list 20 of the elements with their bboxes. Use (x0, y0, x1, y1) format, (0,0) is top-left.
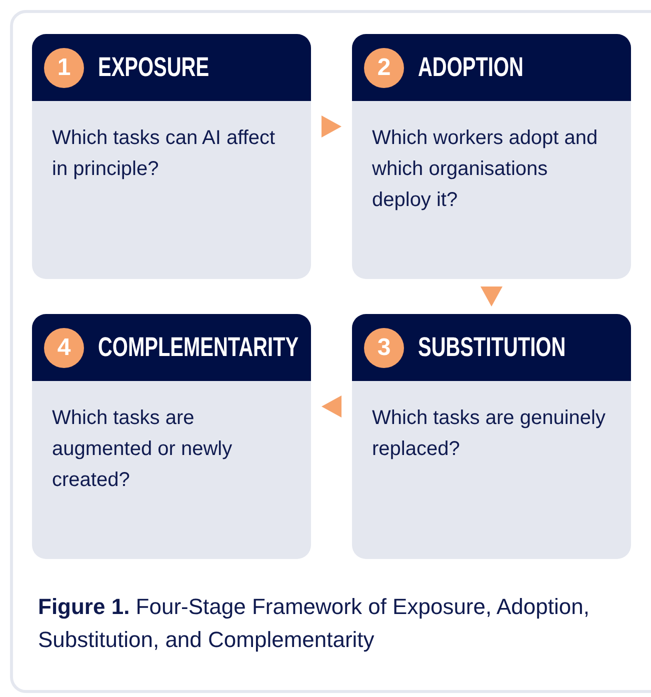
step-number: 2 (364, 48, 404, 88)
stage-question: Which tasks can AI affect in principle? (52, 126, 276, 182)
arrow (322, 116, 342, 138)
step-number: 1 (44, 48, 84, 88)
step-number: 4 (44, 328, 84, 368)
arrow (322, 396, 342, 418)
stage-card (32, 314, 311, 559)
stage-question: Which tasks are genuinely replaced? (372, 406, 606, 462)
stage-title: COMPLEMENTARITY (98, 332, 299, 363)
stage-question: Which workers adopt and which organisations deploy it? (372, 126, 599, 213)
arrow (480, 286, 502, 306)
stage-card (352, 34, 631, 279)
figure-caption: Figure 1. Four-Stage Framework of Exposure, Adoption, Substitution, and Complementarity (38, 593, 590, 654)
stage-title: SUBSTITUTION (418, 332, 566, 363)
stage-card (352, 314, 631, 559)
step-number: 3 (364, 328, 404, 368)
stage-title: EXPOSURE (98, 52, 210, 83)
stage-title: ADOPTION (418, 52, 524, 83)
stage-question: Which tasks are augmented or newly created? (52, 406, 234, 493)
stage-card (32, 34, 311, 279)
